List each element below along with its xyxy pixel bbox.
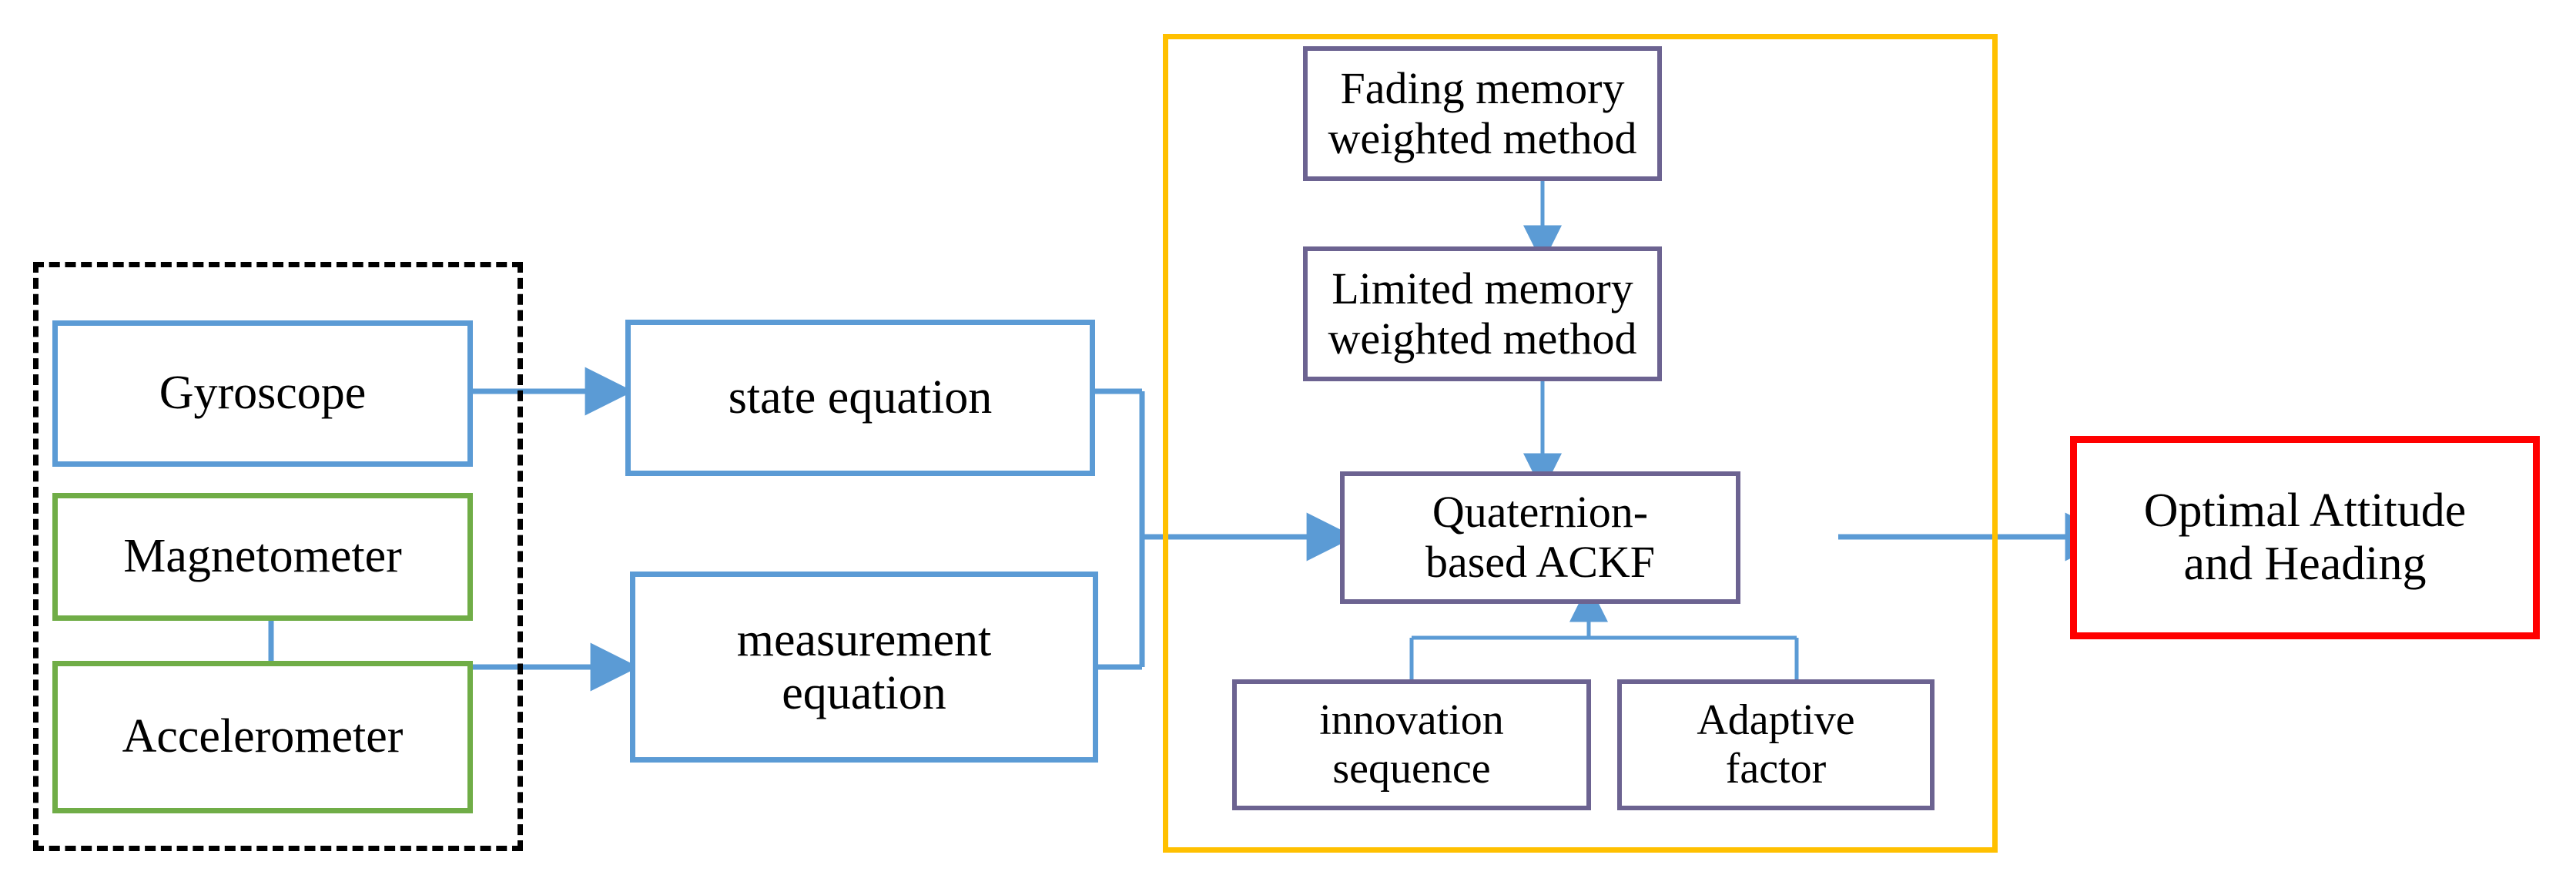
- node-innovation-sequence[interactable]: innovation sequence: [1232, 679, 1591, 810]
- node-gyroscope[interactable]: Gyroscope: [52, 320, 473, 467]
- node-gyroscope-label: Gyroscope: [159, 367, 367, 420]
- node-accelerometer-label: Accelerometer: [122, 710, 404, 763]
- node-quaternion-based-ackf[interactable]: Quaternion- based ACKF: [1340, 471, 1740, 604]
- node-measurement-equation-label: measurement equation: [736, 613, 992, 719]
- node-adaptive-factor[interactable]: Adaptive factor: [1617, 679, 1935, 810]
- node-measurement-equation[interactable]: measurement equation: [630, 572, 1098, 763]
- node-limited-memory-label: Limited memory weighted method: [1328, 263, 1637, 364]
- node-optimal-output-label: Optimal Attitude and Heading: [2143, 484, 2467, 590]
- node-adaptive-factor-label: Adaptive factor: [1697, 696, 1855, 793]
- edge-adaptive-merge-to-ackf: [1412, 583, 1797, 640]
- node-optimal-attitude-and-heading[interactable]: Optimal Attitude and Heading: [2070, 436, 2540, 639]
- node-fading-memory-weighted-method[interactable]: Fading memory weighted method: [1303, 46, 1662, 181]
- node-state-equation-label: state equation: [728, 370, 993, 424]
- node-limited-memory-weighted-method[interactable]: Limited memory weighted method: [1303, 246, 1662, 381]
- adaptive-filter-group-container: [1163, 34, 1998, 853]
- node-magnetometer[interactable]: Magnetometer: [52, 493, 473, 621]
- node-magnetometer-label: Magnetometer: [123, 530, 402, 583]
- edge-equation-merge-to-ackf: [1139, 391, 1355, 667]
- node-accelerometer[interactable]: Accelerometer: [52, 661, 473, 813]
- node-fading-memory-label: Fading memory weighted method: [1328, 62, 1637, 163]
- node-state-equation[interactable]: state equation: [625, 320, 1095, 476]
- sensor-group-dashed-container: [33, 262, 523, 851]
- node-quaternion-ackf-label: Quaternion- based ACKF: [1425, 487, 1656, 587]
- node-innovation-sequence-label: innovation sequence: [1319, 696, 1504, 793]
